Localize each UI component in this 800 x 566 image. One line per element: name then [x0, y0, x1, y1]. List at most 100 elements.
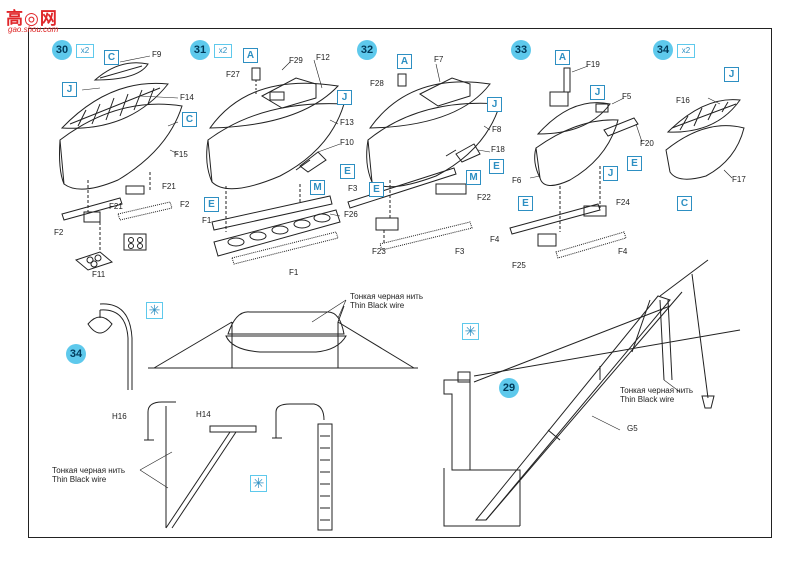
wire-note-ru: Тонкая черная нить: [350, 292, 424, 301]
wire-note-crane: Тонкая черная нить Thin Black wire: [620, 386, 693, 404]
part-label: F19: [586, 60, 600, 69]
part-label: H16: [112, 412, 127, 421]
callout-color-box: J: [62, 82, 77, 97]
part-label: F7: [434, 55, 444, 64]
step-31-qty: x2: [214, 44, 232, 58]
part-label: F21: [162, 182, 176, 191]
lamp-step-ref: 34: [66, 344, 86, 364]
callout-color-box: E: [518, 196, 533, 211]
wire-note-ru: Тонкая черная нить: [620, 386, 694, 395]
callout-color-box: E: [627, 156, 642, 171]
callout-color-box: J: [337, 90, 352, 105]
callout-color-box: J: [724, 67, 739, 82]
part-label: F4: [490, 235, 500, 244]
detail-star-marker: ✳: [146, 302, 163, 319]
wire-note-en: Thin Black wire: [350, 301, 405, 310]
detail-star-marker: ✳: [250, 475, 267, 492]
part-label: F9: [152, 50, 162, 59]
watermark-url: gao.shou.com: [8, 25, 59, 34]
step34-boat: [665, 99, 745, 180]
callout-color-box: M: [466, 170, 481, 185]
part-label: F18: [491, 145, 505, 154]
callout-color-box: C: [677, 196, 692, 211]
callout-color-box: E: [369, 182, 384, 197]
part-label: F14: [180, 93, 194, 102]
part-label: F10: [340, 138, 354, 147]
part-label: F3: [455, 247, 465, 256]
part-label: F2: [180, 200, 190, 209]
watermark-logo: 高◎网 gao.shou.com: [6, 4, 90, 38]
callout-color-box: E: [204, 197, 219, 212]
part-label: G5: [627, 424, 638, 433]
step31-boat: [206, 67, 345, 190]
sheet-border: [28, 28, 772, 538]
part-label: F1: [289, 268, 299, 277]
callout-color-box: M: [310, 180, 325, 195]
part-label: F22: [477, 193, 491, 202]
callout-color-box: J: [590, 85, 605, 100]
callout-color-box: A: [555, 50, 570, 65]
step-31-marker: 31: [190, 40, 210, 60]
wire-leaders: [139, 299, 681, 489]
wire-note-left: Тонкая черная нить Thin Black wire: [52, 466, 125, 484]
wire-note-ru: Тонкая черная нить: [52, 466, 126, 475]
detail-star-marker: ✳: [462, 323, 479, 340]
part-label: F15: [174, 150, 188, 159]
part-label: F6: [512, 176, 522, 185]
callout-color-box: A: [397, 54, 412, 69]
part-label: F26: [344, 210, 358, 219]
part-label: F11: [92, 270, 106, 279]
step30-boat-hull: [59, 103, 183, 190]
davit-ladders: [144, 401, 333, 531]
part-label: F20: [640, 139, 654, 148]
wire-note-top: Тонкая черная нить Thin Black wire: [350, 292, 423, 310]
part-label: F3: [348, 184, 358, 193]
step-34-marker: 34: [653, 40, 673, 60]
callout-color-box: E: [340, 164, 355, 179]
part-label: F4: [618, 247, 628, 256]
callout-color-box: A: [243, 48, 258, 63]
callout-color-box: C: [104, 50, 119, 65]
part-label: F8: [492, 125, 502, 134]
part-label: F25: [512, 261, 526, 270]
part-label: F29: [289, 56, 303, 65]
boat-on-davits: [148, 305, 418, 369]
deck-crane: [443, 259, 741, 527]
part-label: F24: [616, 198, 630, 207]
step31-cradle-rack: [211, 184, 341, 265]
crane-step-ref: 29: [499, 378, 519, 398]
mast-lamp: [87, 303, 133, 390]
step-30-qty: x2: [76, 44, 94, 58]
part-label: F28: [370, 79, 384, 88]
step33-boat: [534, 67, 639, 186]
step-30-marker: 30: [52, 40, 72, 60]
wire-note-en: Thin Black wire: [620, 395, 675, 404]
callout-color-box: C: [182, 112, 197, 127]
step-32-marker: 32: [357, 40, 377, 60]
part-label: F16: [676, 96, 690, 105]
part-label: F2: [54, 228, 64, 237]
step33-cradles: [509, 166, 627, 259]
leader-lines: [81, 55, 733, 217]
part-label: F17: [732, 175, 746, 184]
step30-boat-deck: [60, 82, 169, 129]
part-label: F21: [109, 202, 123, 211]
callout-color-box: J: [487, 97, 502, 112]
part-label: F23: [372, 247, 386, 256]
step30-cradles: [61, 172, 173, 271]
part-label: F27: [226, 70, 240, 79]
part-label: F5: [622, 92, 632, 101]
step30-boat-cover: [93, 62, 149, 81]
part-label: H14: [196, 410, 211, 419]
callout-color-box: E: [489, 159, 504, 174]
step32-cradles: [347, 167, 473, 251]
watermark-glyphs: 高◎网: [6, 9, 58, 29]
part-label: F1: [202, 216, 212, 225]
step-33-marker: 33: [511, 40, 531, 60]
wire-note-en: Thin Black wire: [52, 475, 107, 484]
part-label: F13: [340, 118, 354, 127]
part-label: F12: [316, 53, 330, 62]
callout-color-box: J: [603, 166, 618, 181]
step-34-qty: x2: [677, 44, 695, 58]
